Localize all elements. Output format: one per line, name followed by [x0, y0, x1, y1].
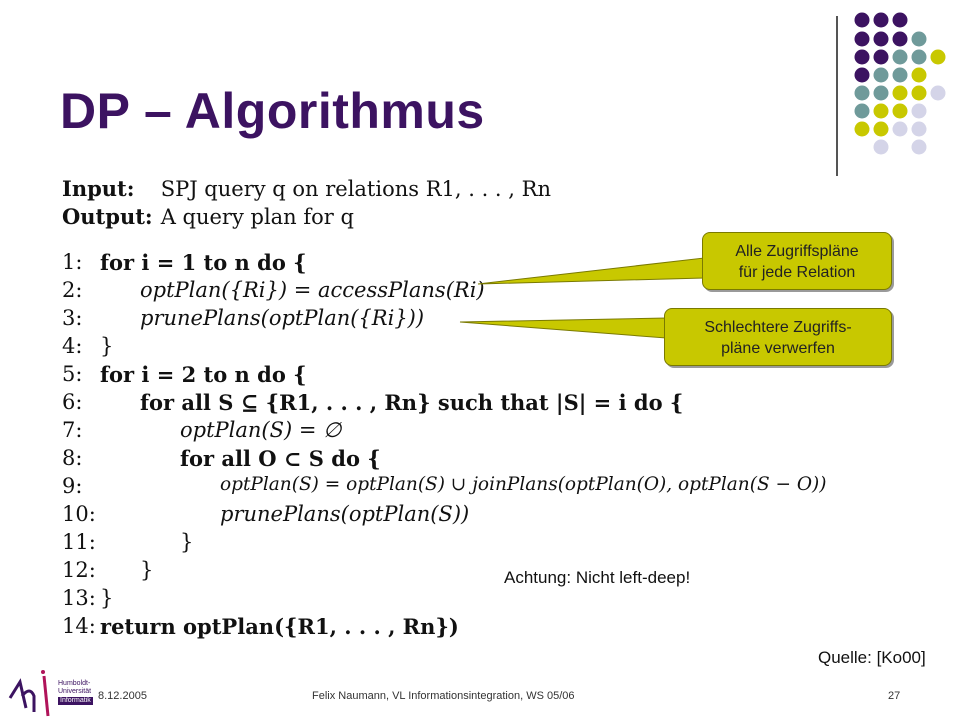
callout-line: für jede Relation — [738, 264, 856, 281]
line-number: 11: — [62, 530, 96, 554]
decorative-dot — [873, 121, 889, 137]
footer-course-info: Felix Naumann, VL Informationsintegratio… — [312, 690, 575, 702]
output-text: A query plan for q — [160, 205, 354, 229]
decorative-dot — [892, 67, 908, 83]
line-code: optPlan(S) = ∅ — [180, 418, 342, 442]
line-code: } — [100, 586, 114, 610]
line-number: 2: — [62, 278, 83, 302]
input-row: Input: SPJ query q on relations R1, . . … — [62, 176, 551, 201]
decorative-dot — [854, 31, 870, 47]
decorative-dot-grid — [854, 12, 946, 155]
decorative-dot — [892, 85, 908, 101]
input-label: Input: — [62, 176, 135, 201]
decorative-dot — [911, 139, 927, 155]
decorative-dot — [873, 67, 889, 83]
line-code: optPlan({Ri}) = accessPlans(Ri) — [140, 278, 485, 302]
decorative-dot — [854, 12, 870, 28]
decorative-dot — [892, 12, 908, 28]
decorative-dot — [892, 103, 908, 119]
source-citation: Quelle: [Ko00] — [818, 648, 926, 667]
decorative-dot — [930, 85, 946, 101]
decorative-dot — [911, 121, 927, 137]
line-code: for all O ⊂ S do { — [180, 446, 381, 471]
line-number: 12: — [62, 558, 96, 582]
decorative-dot — [911, 103, 927, 119]
decorative-dot — [854, 85, 870, 101]
decorative-dot — [911, 49, 927, 65]
decorative-dot — [854, 67, 870, 83]
line-number: 14: — [62, 614, 96, 638]
footer-date: 8.12.2005 — [98, 690, 147, 702]
line-code: } — [180, 530, 194, 554]
line-number: 6: — [62, 390, 83, 414]
line-code: prunePlans(optPlan(S)) — [220, 502, 470, 526]
line-number: 10: — [62, 502, 96, 526]
line-number: 4: — [62, 334, 83, 358]
university-logo: Humboldt- Universität Informatik — [4, 668, 96, 720]
line-code: for i = 2 to n do { — [100, 362, 307, 387]
slide-title: DP – Algorithmus — [60, 83, 485, 139]
line-code: } — [140, 558, 154, 582]
line-number: 5: — [62, 362, 83, 386]
decorative-dot — [911, 31, 927, 47]
decorative-dot — [892, 121, 908, 137]
callout-line: pläne verwerfen — [721, 340, 835, 357]
decorative-dot — [873, 49, 889, 65]
decorative-vertical-line — [836, 16, 838, 176]
line-number: 7: — [62, 418, 83, 442]
decorative-dot — [854, 103, 870, 119]
line-code: optPlan(S) = optPlan(S) ∪ joinPlans(optP… — [220, 474, 827, 495]
output-row: Output: A query plan for q — [62, 204, 354, 229]
decorative-dot — [873, 31, 889, 47]
callout-line: Alle Zugriffspläne — [735, 243, 859, 260]
warning-note: Achtung: Nicht left-deep! — [504, 568, 691, 587]
line-number: 13: — [62, 586, 96, 610]
footer-page-number: 27 — [888, 690, 901, 702]
callout-pointer-2 — [459, 317, 667, 339]
line-number: 8: — [62, 446, 83, 470]
decorative-dot — [892, 31, 908, 47]
callout-pointer-1 — [477, 257, 705, 285]
line-code: prunePlans(optPlan({Ri})) — [140, 306, 425, 330]
decorative-dot — [911, 85, 927, 101]
line-code: for all S ⊆ {R1, . . . , Rn} such that |… — [140, 390, 684, 415]
line-code: for i = 1 to n do { — [100, 250, 307, 275]
decorative-dot — [892, 49, 908, 65]
output-label: Output: — [62, 204, 153, 229]
line-code: } — [100, 334, 114, 358]
callout-prune-plans: Schlechtere Zugriffs- pläne verwerfen — [664, 308, 892, 366]
decorative-dot — [854, 49, 870, 65]
decorative-dot — [873, 85, 889, 101]
callout-line: Schlechtere Zugriffs- — [704, 319, 852, 336]
decorative-dot — [873, 12, 889, 28]
decorative-dot — [911, 67, 927, 83]
line-number: 1: — [62, 250, 83, 274]
decorative-dot — [854, 121, 870, 137]
callout-access-plans: Alle Zugriffspläne für jede Relation — [702, 232, 892, 290]
logo-text: Informatik — [58, 697, 93, 705]
decorative-dot — [873, 139, 889, 155]
logo-text: Humboldt- — [58, 680, 91, 687]
line-number: 9: — [62, 474, 83, 498]
input-text: SPJ query q on relations R1, . . . , Rn — [160, 177, 551, 201]
logo-mark-icon — [8, 670, 50, 717]
decorative-dot — [930, 49, 946, 65]
logo-text: Universität — [58, 688, 92, 695]
line-number: 3: — [62, 306, 83, 330]
decorative-dot — [873, 103, 889, 119]
line-code: return optPlan({R1, . . . , Rn}) — [100, 614, 459, 639]
